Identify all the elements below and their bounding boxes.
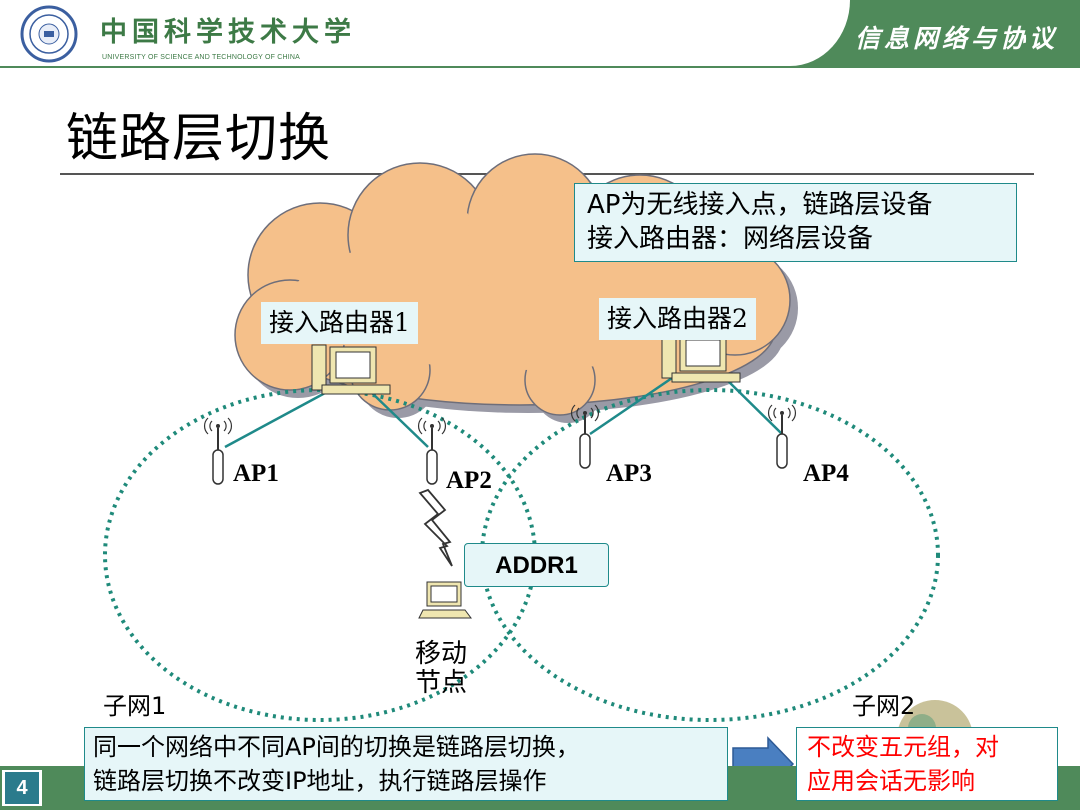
router1-label: 接入路由器1: [261, 302, 418, 344]
university-name-cn: 中国科学技术大学: [100, 17, 356, 48]
page-number: 4: [2, 770, 42, 806]
university-seal-icon: [20, 5, 78, 63]
slide-title: 链路层切换: [66, 109, 332, 169]
note-ap-definition: AP为无线接入点，链路层设备 接入路由器：网络层设备: [574, 183, 1017, 262]
ap3-label: AP3: [606, 460, 652, 487]
links: [224, 376, 783, 449]
antenna-icon: [571, 404, 599, 469]
subnet2-boundary: [480, 388, 940, 722]
course-title: 信息网络与协议: [854, 24, 1058, 53]
university-name-en: UNIVERSITY OF SCIENCE AND TECHNOLOGY OF …: [102, 54, 301, 61]
header-logo-band: [0, 0, 850, 66]
antenna-icon: [418, 417, 446, 485]
note-top-line2: 接入路由器：网络层设备: [587, 224, 874, 254]
antenna-icon: [204, 417, 232, 485]
laptop-icon: [418, 581, 472, 619]
subnet2-label: 子网2: [852, 692, 916, 720]
note-bl-line2: 链路层切换不改变IP地址，执行链路层操作: [93, 767, 547, 795]
mobile-node-label: 移动节点: [415, 639, 468, 698]
antenna-icon: [768, 404, 796, 469]
note-session-impact: 不改变五元组，对 应用会话无影响: [796, 727, 1058, 801]
ap4-label: AP4: [803, 460, 849, 487]
address-label: ADDR1: [464, 543, 609, 587]
note-br-line2: 应用会话无影响: [807, 767, 975, 795]
router-computer-icon: [661, 332, 741, 383]
note-link-layer-handover: 同一个网络中不同AP间的切换是链路层切换， 链路层切换不改变IP地址，执行链路层…: [84, 727, 728, 801]
note-br-line1: 不改变五元组，对: [807, 733, 999, 761]
ap1-label: AP1: [233, 460, 279, 487]
page-number-value: 4: [5, 772, 39, 804]
note-bl-line1: 同一个网络中不同AP间的切换是链路层切换，: [93, 733, 580, 761]
router2-label: 接入路由器2: [599, 298, 756, 340]
subnet1-label: 子网1: [103, 692, 167, 720]
router-computer-icon: [311, 344, 391, 395]
ap2-label: AP2: [446, 467, 492, 494]
note-top-line1: AP为无线接入点，链路层设备: [587, 190, 933, 220]
lightning-icon: [418, 488, 453, 567]
